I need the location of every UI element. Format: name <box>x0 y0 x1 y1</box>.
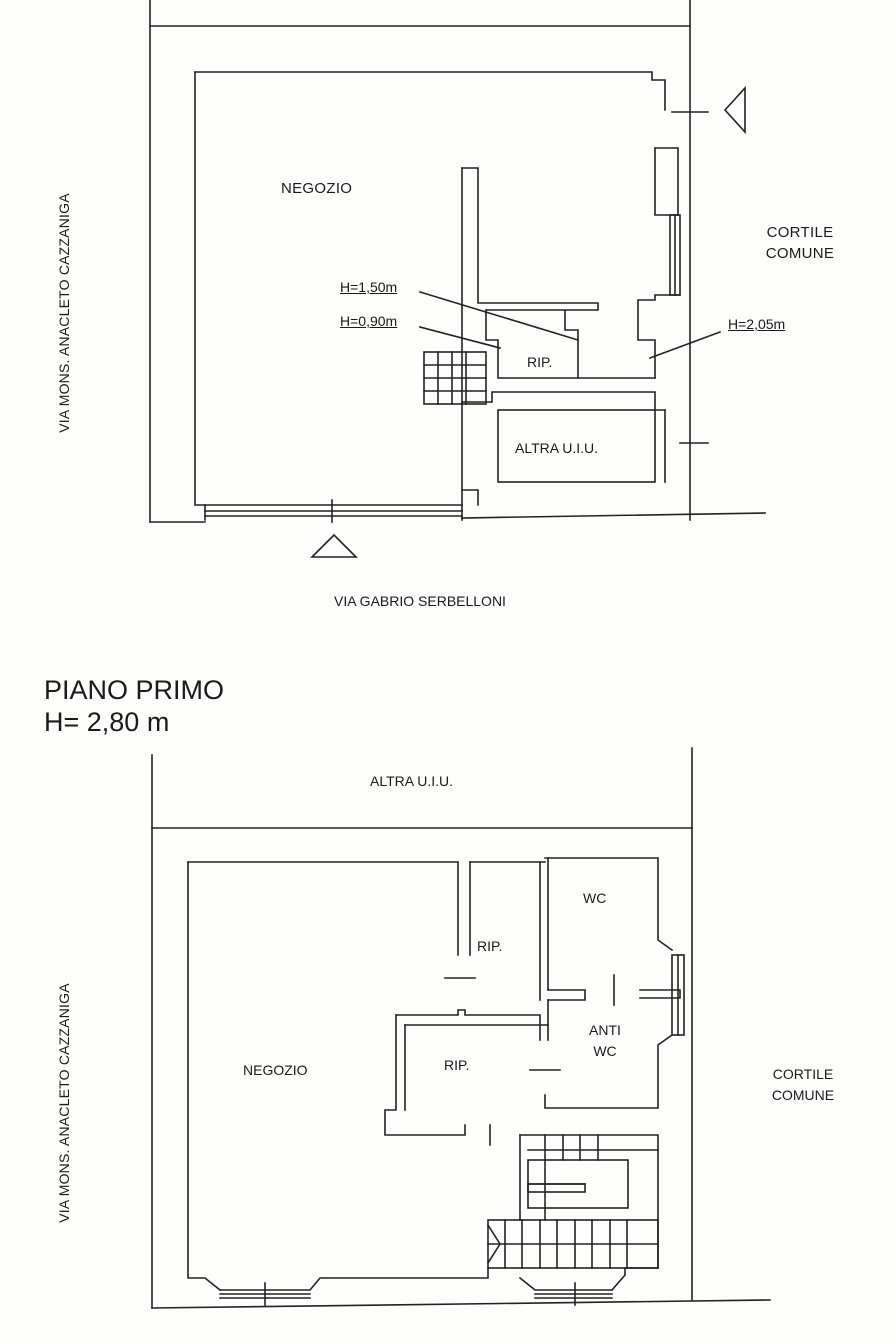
first-floor-plan <box>151 747 771 1309</box>
wc-word: WC <box>593 1043 617 1059</box>
negozio-label: NEGOZIO <box>281 180 353 197</box>
street-label-cazzaniga: VIA MONS. ANACLETO CAZZANIGA <box>56 193 72 433</box>
comune-word: COMUNE <box>765 245 835 262</box>
cortile-word: CORTILE <box>766 224 834 241</box>
altra-uiu-label-first: ALTRA U.I.U. <box>370 773 453 789</box>
street-label-cazzaniga-first: VIA MONS. ANACLETO CAZZANIGA <box>56 983 72 1223</box>
anti-word: ANTI <box>589 1022 621 1038</box>
rip-lower-label: RIP. <box>444 1057 470 1073</box>
cortile-comune-label: CORTILE COMUNE <box>755 222 845 264</box>
cortile-comune-label-first: CORTILE COMUNE <box>758 1064 848 1106</box>
rip-upper-label: RIP. <box>477 938 503 954</box>
rip-label: RIP. <box>527 354 553 370</box>
wc-label: WC <box>583 890 607 906</box>
comune-word-first: COMUNE <box>771 1087 835 1103</box>
height-label-0-90: H=0,90m <box>340 313 398 329</box>
floor-height: H= 2,80 m <box>44 707 170 737</box>
height-label-1-50: H=1,50m <box>340 279 398 295</box>
anti-wc-label: ANTI WC <box>575 1020 635 1062</box>
altra-uiu-label: ALTRA U.I.U. <box>515 440 598 456</box>
negozio-label-first: NEGOZIO <box>243 1062 308 1078</box>
floor-title: PIANO PRIMO <box>44 675 225 705</box>
height-label-2-05: H=2,05m <box>728 316 786 332</box>
street-label-serbelloni: VIA GABRIO SERBELLONI <box>334 593 506 609</box>
ground-floor-plan <box>149 0 766 558</box>
cortile-word-first: CORTILE <box>772 1066 834 1082</box>
